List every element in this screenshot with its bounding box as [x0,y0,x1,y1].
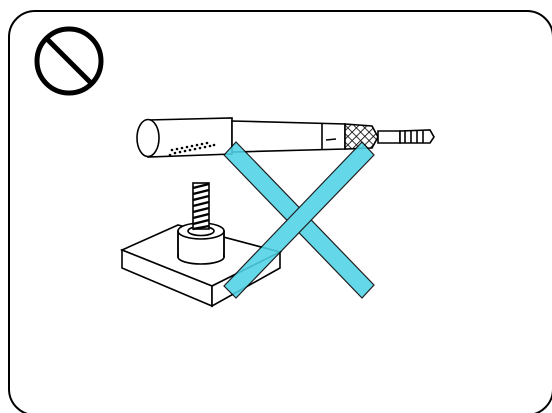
cross-out-icon [223,141,375,299]
threaded-post [192,182,210,231]
tool-grip-texture [168,141,216,157]
prohibition-icon [34,26,104,96]
base-collar [177,222,225,265]
